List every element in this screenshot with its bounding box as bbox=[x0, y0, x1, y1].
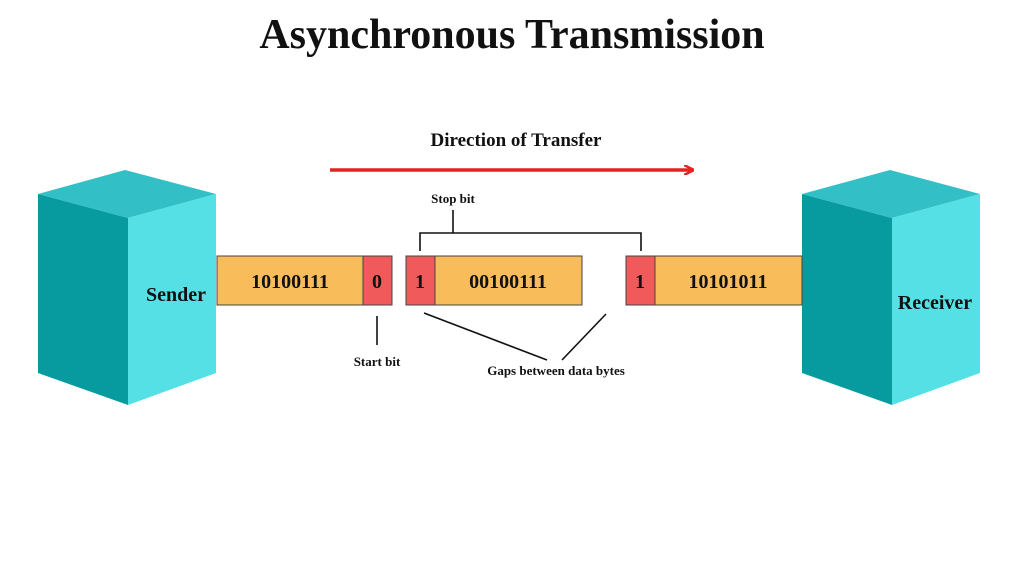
frame-1: 10100111 0 bbox=[216, 255, 393, 306]
data-byte-2-text: 00100111 bbox=[469, 271, 547, 293]
stop-bit-annotation: Stop bit bbox=[431, 191, 475, 206]
data-byte-3-text: 10101011 bbox=[689, 271, 768, 293]
sender-box bbox=[38, 170, 216, 405]
stop-bit-3-text: 1 bbox=[635, 271, 645, 293]
data-byte-3 bbox=[654, 255, 803, 306]
sender-label: Sender bbox=[146, 284, 206, 306]
data-byte-1 bbox=[216, 255, 364, 306]
direction-label: Direction of Transfer bbox=[431, 130, 603, 151]
sender-box-left-face bbox=[38, 194, 128, 405]
gap-pointer-2 bbox=[561, 313, 607, 361]
receiver-box-left-face bbox=[802, 194, 892, 405]
diagram-title: Asynchronous Transmission bbox=[259, 12, 764, 58]
gaps-annotation: Gaps between data bytes bbox=[487, 363, 625, 378]
data-byte-2 bbox=[434, 255, 583, 306]
receiver-box bbox=[802, 170, 980, 405]
gap-pointer-1 bbox=[423, 312, 548, 361]
data-byte-1-text: 10100111 bbox=[251, 271, 329, 293]
receiver-box-top bbox=[802, 170, 980, 218]
start-bit-annotation: Start bit bbox=[354, 354, 401, 369]
start-bit-text: 0 bbox=[372, 271, 382, 293]
frame-2: 1 00100111 bbox=[405, 255, 583, 306]
stop-bit-2-text: 1 bbox=[415, 271, 425, 293]
sender-box-top bbox=[38, 170, 216, 218]
start-bit bbox=[362, 255, 393, 306]
sender-box-right-face bbox=[128, 194, 216, 405]
receiver-label: Receiver bbox=[898, 292, 973, 314]
receiver-box-right-face bbox=[892, 194, 980, 405]
stop-bit-bracket bbox=[419, 232, 642, 251]
frame-3: 1 10101011 bbox=[625, 255, 803, 306]
